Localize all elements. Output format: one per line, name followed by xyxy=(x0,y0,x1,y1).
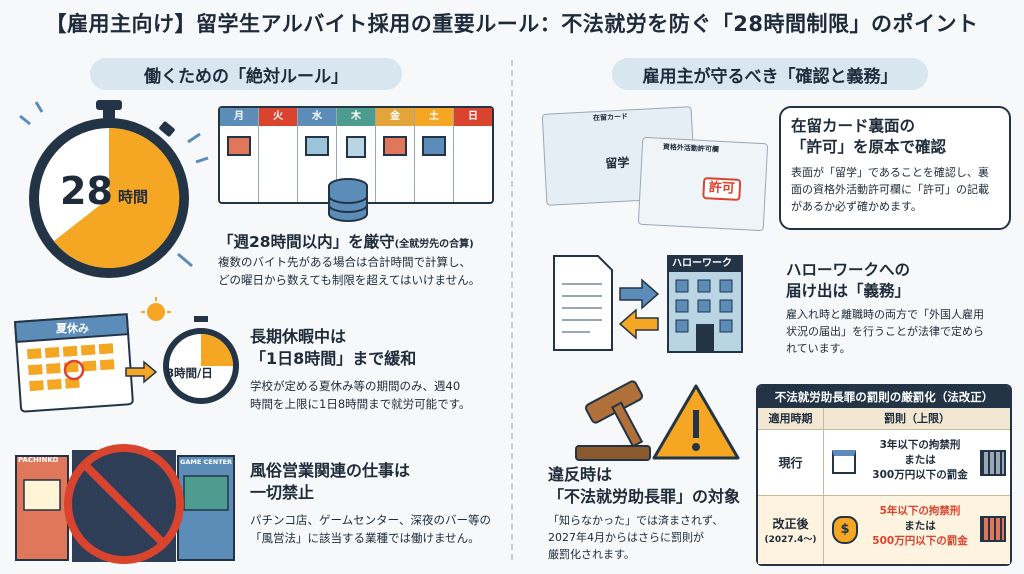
game-center-sign: GAME CENTER xyxy=(180,458,233,466)
restaurant-icon xyxy=(383,136,407,156)
period-column-header: 適用時期 xyxy=(758,408,824,429)
row2-line3: 500万円以下の罰金 xyxy=(872,535,968,548)
rule1-body: 複数のバイト先がある場合は合計時間で計算し、どの曜日から数えても制限を超えてはい… xyxy=(218,255,481,287)
rule1-heading: 「週28時間以内」を厳守(全就労先の合算) xyxy=(218,233,474,251)
row2-line2: または xyxy=(904,520,936,533)
warning-icon xyxy=(652,384,740,460)
money-bag-icon: $ xyxy=(832,516,858,544)
shop-icon xyxy=(422,136,446,156)
page-title: 【雇用主向け】留学生アルバイト採用の重要ルール：不法就労を防ぐ「28時間制限」の… xyxy=(45,12,979,36)
hello-work-filing-illustration xyxy=(553,255,743,353)
office-icon xyxy=(346,136,366,158)
jail-icon xyxy=(980,516,1006,542)
sun-icon xyxy=(141,297,171,321)
weekday-mon: 月 xyxy=(220,108,259,202)
duty1-heading: 在留カード裏面の「許可」を原本で確認 xyxy=(791,117,947,156)
pachinko-sign: PACHINKO xyxy=(18,456,59,464)
duty3-body: 「知らなかった」では済まされず、2027年4月からはさらに罰則が厳罰化されます。 xyxy=(548,514,724,562)
rule3-body: パチンコ店、ゲームセンター、深夜のバー等の「風営法」に該当する業種では働けません… xyxy=(250,513,492,545)
shop-icon xyxy=(227,136,251,156)
weekly-calendar: 月 火 水 木 金 土 日 xyxy=(218,106,494,204)
database-stack-icon xyxy=(328,178,368,222)
prohibited-entertainment-illustration xyxy=(15,444,235,564)
duty2-body: 雇入れ時と離職時の両方で「外国人雇用状況の届出」を行うことが法律で定められていま… xyxy=(786,308,984,356)
rule3-heading: 風俗営業関連の仕事は一切禁止 xyxy=(250,461,411,502)
clock-28-number: 28 xyxy=(60,169,113,213)
duty2-heading: ハローワークへの届け出は「義務」 xyxy=(786,261,911,300)
weekday-fri: 金 xyxy=(376,108,415,202)
penalty-table-header: 適用時期 罰則（上限） xyxy=(758,408,1010,430)
duty1-callout: 在留カード裏面の「許可」を原本で確認 表面が「留学」であることを確認し、裏面の資… xyxy=(779,106,1011,230)
left-section-header: 働くための「絶対ルール」 xyxy=(90,58,402,90)
hello-work-sign: ハローワーク xyxy=(672,258,732,269)
store-icon xyxy=(305,136,329,156)
row2-period-note: (2027.4〜) xyxy=(764,535,817,545)
right-section-header: 雇用主が守るべき「確認と義務」 xyxy=(612,58,928,90)
calendar-summer-label: 夏休み xyxy=(56,322,89,335)
gavel-icon xyxy=(575,380,651,461)
residence-card-back: 資格外活動許可欄 許可 xyxy=(637,136,769,232)
gavel-warning-illustration xyxy=(575,380,740,461)
weekday-thu: 木 xyxy=(337,108,376,202)
rule2-heading: 長期休暇中は「1日8時間」まで緩和 xyxy=(250,327,417,368)
clock-8-hours-label: 8時間/日 xyxy=(166,366,213,380)
row1-line2: または xyxy=(904,454,936,467)
duty1-body: 表面が「留学」であることを確認し、裏面の資格外活動許可欄に「許可」の記載があるか… xyxy=(791,166,989,214)
weekday-sun: 日 xyxy=(454,108,492,202)
permission-stamp: 許可 xyxy=(702,177,742,201)
penalty-row-current: 現行 3年以下の拘禁刑または 300万円以下の罰金 xyxy=(758,430,1010,496)
duty3-heading: 違反時は「不法就労助長罪」の対象 xyxy=(548,465,741,506)
summer-vacation-illustration xyxy=(14,297,239,413)
penalty-table-title: 不法就労助長罪の罰則の厳罰化（法改正） xyxy=(758,386,1010,408)
jail-icon xyxy=(980,450,1006,476)
row1-period: 現行 xyxy=(758,430,824,495)
penalty-column-header: 罰則（上限） xyxy=(884,412,950,425)
row2-period: 改正後 xyxy=(772,517,809,531)
clock-hours-unit: 時間 xyxy=(118,188,149,206)
center-divider xyxy=(511,60,513,560)
stopwatch-28-icon xyxy=(19,100,209,278)
penalty-row-revised: 改正後 (2027.4〜) $ 5年以下の拘禁刑または 500万円以下の罰金 xyxy=(758,496,1010,564)
row1-line3: 300万円以下の罰金 xyxy=(872,469,968,482)
weekday-tue: 火 xyxy=(259,108,298,202)
weekday-wed: 水 xyxy=(298,108,337,202)
row2-line1: 5年以下の拘禁刑 xyxy=(879,505,961,517)
calendar-icon xyxy=(832,450,856,474)
weekday-sat: 土 xyxy=(415,108,454,202)
row1-line1: 3年以下の拘禁刑 xyxy=(879,439,961,451)
